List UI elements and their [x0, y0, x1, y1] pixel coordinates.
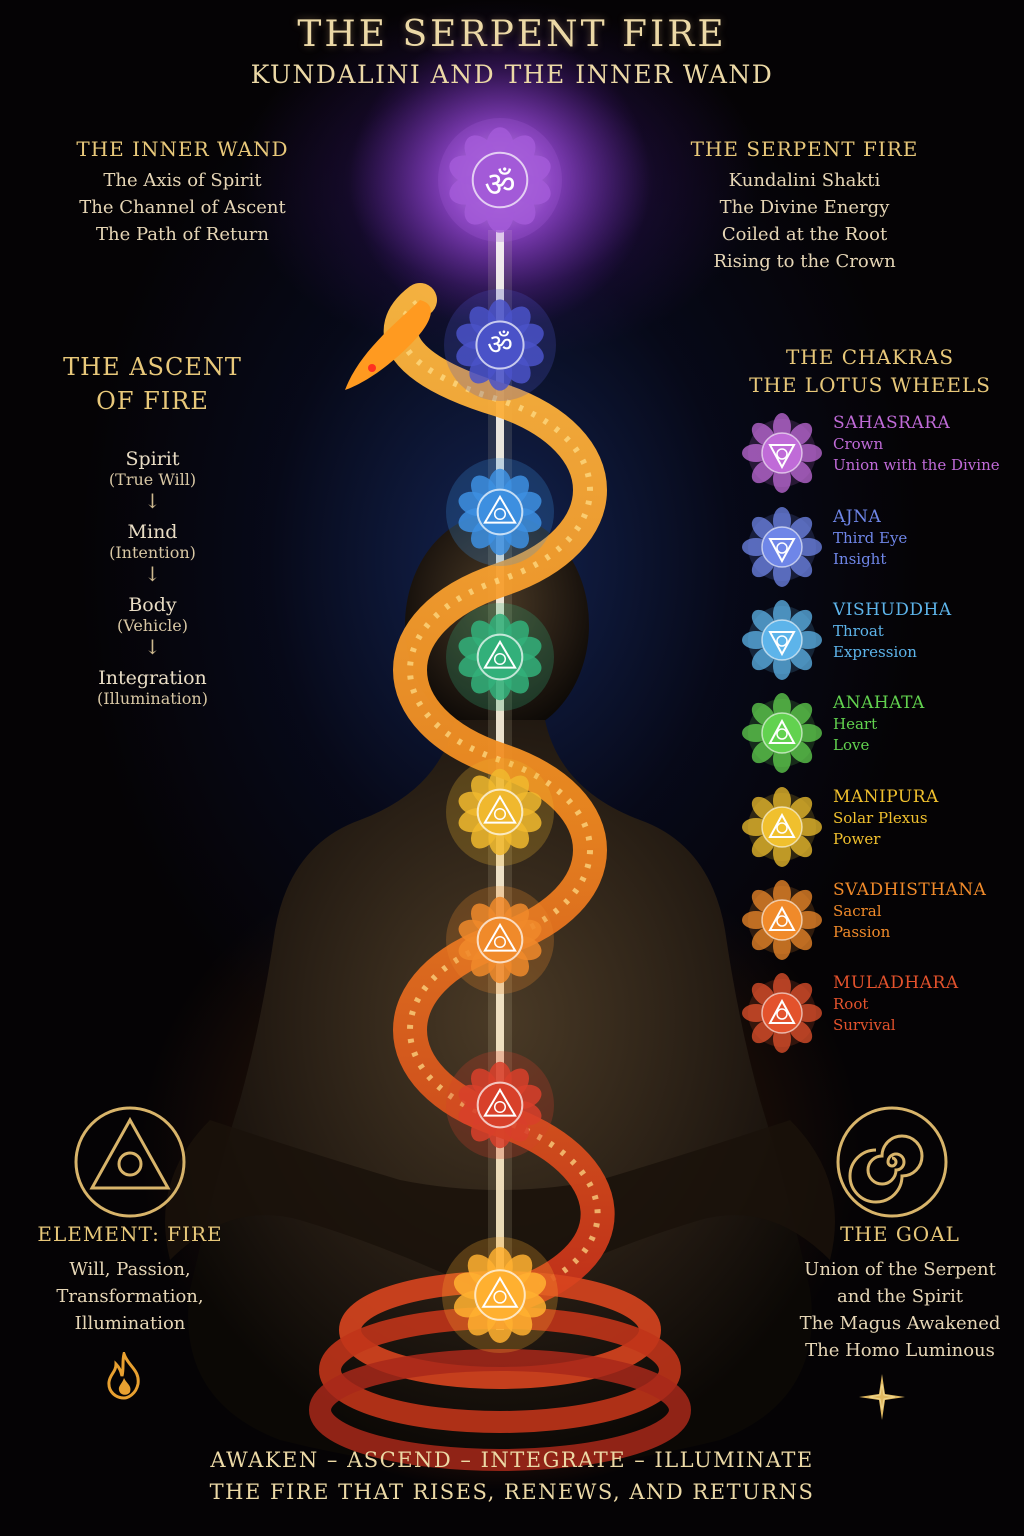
goal-heading: THE GOAL	[840, 1222, 960, 1246]
serpent-fire-heading: THE SERPENT FIRE	[690, 137, 919, 161]
flame-icon	[107, 1352, 140, 1400]
footer-line-1: AWAKEN – ASCEND – INTEGRATE – ILLUMINATE	[210, 1448, 814, 1472]
ascent-step-name: Mind	[127, 521, 178, 543]
chakra-meaning: Love	[833, 736, 870, 754]
chakras-heading: THE CHAKRAS	[785, 345, 955, 369]
chakras-subheading: THE LOTUS WHEELS	[749, 373, 991, 397]
lotus-icon	[742, 600, 822, 680]
crown-chakra	[438, 118, 562, 242]
element-line: Transformation,	[56, 1286, 204, 1307]
lotus-icon	[742, 880, 822, 960]
lotus-icon	[742, 507, 822, 587]
page-subtitle: KUNDALINI AND THE INNER WAND	[250, 60, 774, 89]
chakras-panel-header: THE CHAKRAS THE LOTUS WHEELS	[740, 345, 1000, 397]
down-arrow-icon: ↓	[144, 635, 161, 659]
inner-wand-line: The Path of Return	[95, 224, 269, 245]
third-eye-om-symbol: ॐ	[487, 328, 513, 361]
chakra-meaning: Insight	[833, 550, 887, 568]
lotus-icon	[742, 693, 822, 773]
serpent-fire-line: Kundalini Shakti	[728, 170, 881, 191]
chakra-name: VISHUDDHA	[833, 600, 952, 620]
chakra-location: Crown	[833, 435, 884, 453]
ascent-step-name: Integration	[98, 667, 207, 689]
ascent-step-note: (Intention)	[109, 543, 196, 562]
inner-wand-heading: THE INNER WAND	[76, 137, 289, 161]
page-title: THE SERPENT FIRE	[297, 14, 727, 55]
third-eye-chakra	[444, 289, 556, 401]
serpent-fire-line: Coiled at the Root	[721, 224, 888, 245]
chakra-meaning: Power	[833, 830, 881, 848]
heart-chakra	[446, 603, 554, 711]
chakra-name: SVADHISTHANA	[833, 880, 987, 900]
root-chakra-upper	[446, 1051, 554, 1159]
footer-line-2: THE FIRE THAT RISES, RENEWS, AND RETURNS	[209, 1480, 815, 1504]
root-chakra	[442, 1237, 558, 1353]
inner-wand-block: THE INNER WAND The Axis of Spirit The Ch…	[40, 137, 325, 248]
lotus-icon	[742, 413, 822, 493]
serpent-fire-line: The Divine Energy	[719, 197, 890, 218]
chakra-location: Throat	[833, 622, 884, 640]
serpent-fire-line: Rising to the Crown	[713, 251, 896, 272]
chakra-name: MULADHARA	[833, 973, 959, 993]
throat-chakra	[446, 458, 554, 566]
goal-line: The Homo Luminous	[805, 1340, 995, 1361]
element-line: Illumination	[74, 1313, 186, 1334]
down-arrow-icon: ↓	[144, 489, 161, 513]
ascent-step-note: (Illumination)	[97, 689, 208, 708]
goal-block: THE GOAL Union of the Serpent and the Sp…	[780, 1222, 1020, 1364]
ascent-heading: OF FIRE	[96, 387, 209, 415]
chakra-name: AJNA	[833, 507, 882, 527]
chakra-location: Root	[833, 995, 869, 1013]
spiral-icon	[836, 1106, 948, 1218]
serpent-fire-block: THE SERPENT FIRE Kundalini Shakti The Di…	[662, 137, 947, 275]
down-arrow-icon: ↓	[144, 562, 161, 586]
element-heading: ELEMENT: FIRE	[37, 1222, 223, 1246]
chakra-location: Solar Plexus	[833, 809, 928, 827]
chakra-location: Sacral	[833, 902, 882, 920]
goal-line: and the Spirit	[837, 1286, 963, 1307]
goal-line: Union of the Serpent	[804, 1259, 996, 1280]
inner-wand-line: The Channel of Ascent	[79, 197, 286, 218]
inner-wand-line: The Axis of Spirit	[103, 170, 262, 191]
goal-line: The Magus Awakened	[799, 1313, 1001, 1334]
star-icon	[859, 1374, 905, 1420]
chakra-meaning: Passion	[833, 923, 891, 941]
ascent-step-name: Spirit	[125, 448, 180, 470]
chakra-name: SAHASRARA	[833, 413, 951, 433]
ascent-step-note: (True Will)	[108, 470, 197, 489]
chakra-location: Third Eye	[833, 529, 908, 547]
lotus-icon	[742, 973, 822, 1053]
sacral-chakra	[446, 886, 554, 994]
element-line: Will, Passion,	[69, 1259, 191, 1280]
chakra-name: MANIPURA	[833, 787, 939, 807]
ascent-of-fire-block: THE ASCENT OF FIRE Spirit (True Will) ↓ …	[40, 350, 265, 708]
chakra-location: Heart	[833, 715, 878, 733]
element-block: ELEMENT: FIRE Will, Passion, Transformat…	[20, 1222, 240, 1337]
triangle-circle-icon	[74, 1106, 186, 1218]
lotus-icon	[742, 787, 822, 867]
ascent-step-name: Body	[128, 594, 177, 616]
chakra-meaning: Union with the Divine	[833, 456, 1000, 474]
chakra-name: ANAHATA	[833, 693, 925, 713]
chakra-meaning: Survival	[833, 1016, 896, 1034]
ascent-heading: THE ASCENT	[63, 353, 242, 381]
crown-om-symbol: ॐ	[484, 165, 516, 205]
chakra-meaning: Expression	[833, 643, 917, 661]
solar-plexus-chakra	[446, 758, 554, 866]
ascent-step-note: (Vehicle)	[116, 616, 188, 635]
